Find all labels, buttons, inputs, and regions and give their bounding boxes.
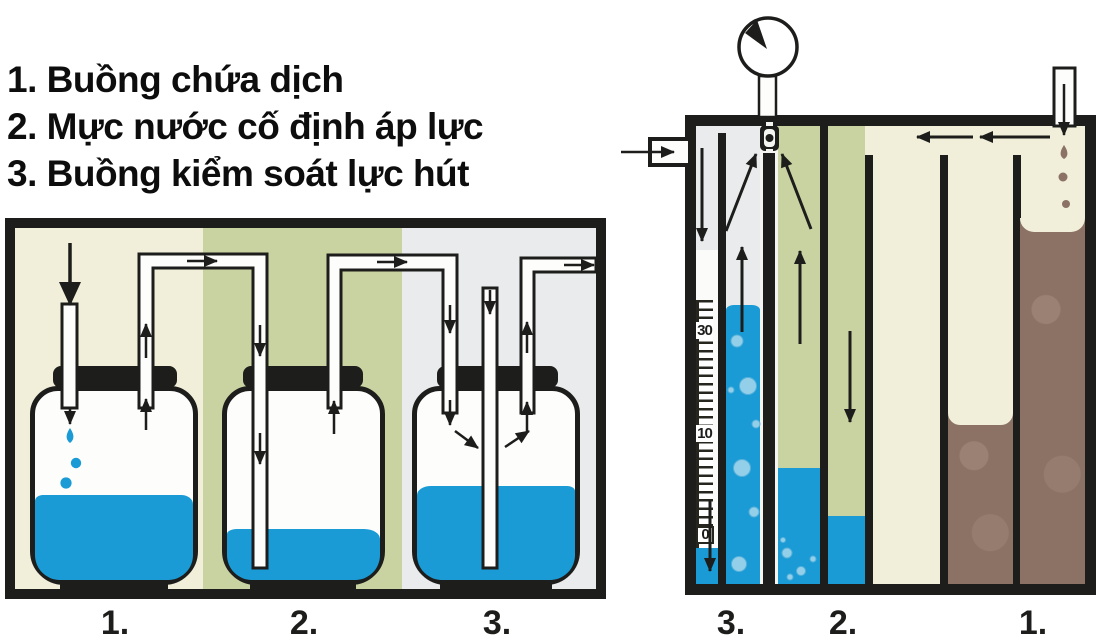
collection-fluid-b — [1020, 218, 1085, 584]
bottle-2-foot — [250, 580, 356, 591]
chamber-2-label: 2. — [828, 604, 858, 641]
suction-scale-ruler — [696, 300, 713, 548]
scale-tick-10: 10 — [696, 425, 713, 442]
scale-tick-0: 0 — [696, 526, 714, 544]
partition-scale — [718, 133, 726, 584]
vent-water — [696, 548, 718, 584]
bottle-3-label: 3. — [482, 604, 512, 641]
partition-b — [940, 155, 948, 584]
water-seal-column-down — [828, 126, 865, 584]
bottle-3-liquid — [417, 486, 575, 580]
valve-bar — [763, 153, 775, 584]
bottle-1-jar — [30, 386, 198, 585]
bottle-2-label: 2. — [289, 604, 319, 641]
partition-a — [865, 155, 873, 584]
suction-port — [648, 137, 692, 167]
bottle-3-jar — [412, 386, 580, 585]
bottle-1-liquid — [35, 495, 193, 580]
partition-seal — [820, 126, 828, 584]
chamber-1-label: 1. — [1018, 604, 1048, 641]
fluid-b-meniscus — [1020, 218, 1085, 232]
seal-water-up — [778, 468, 820, 584]
bottle-2-jar — [222, 386, 385, 585]
seal-water-down — [828, 516, 865, 584]
bottle-1-cap — [53, 366, 177, 388]
bottle-2-cap — [243, 366, 363, 388]
bottle-1-label: 1. — [100, 604, 130, 641]
legend-line-2: 2. Mực nước cố định áp lực — [7, 106, 484, 147]
legend: 1. Buồng chứa dịch 2. Mực nước cố định á… — [7, 56, 484, 197]
bottle-1-foot — [60, 580, 168, 591]
legend-line-1: 1. Buồng chứa dịch — [7, 59, 344, 100]
legend-line-3: 3. Buồng kiểm soát lực hút — [7, 153, 469, 194]
bottle-2-liquid — [227, 529, 380, 580]
gauge-needle — [745, 20, 767, 49]
suction-water — [726, 305, 760, 584]
chamber-3-label: 3. — [716, 604, 746, 641]
bottle-3-foot — [440, 580, 552, 591]
scale-tick-30: 30 — [696, 322, 713, 339]
partition-c — [1013, 155, 1021, 584]
bottle-3-cap — [437, 366, 558, 388]
pressure-gauge-icon — [737, 16, 799, 78]
collection-fluid-a — [948, 413, 1013, 584]
gauge-stem — [757, 74, 778, 119]
fluid-a-meniscus — [948, 413, 1013, 425]
drainage-unit-diagram: 30 10 0 — [685, 115, 1096, 595]
